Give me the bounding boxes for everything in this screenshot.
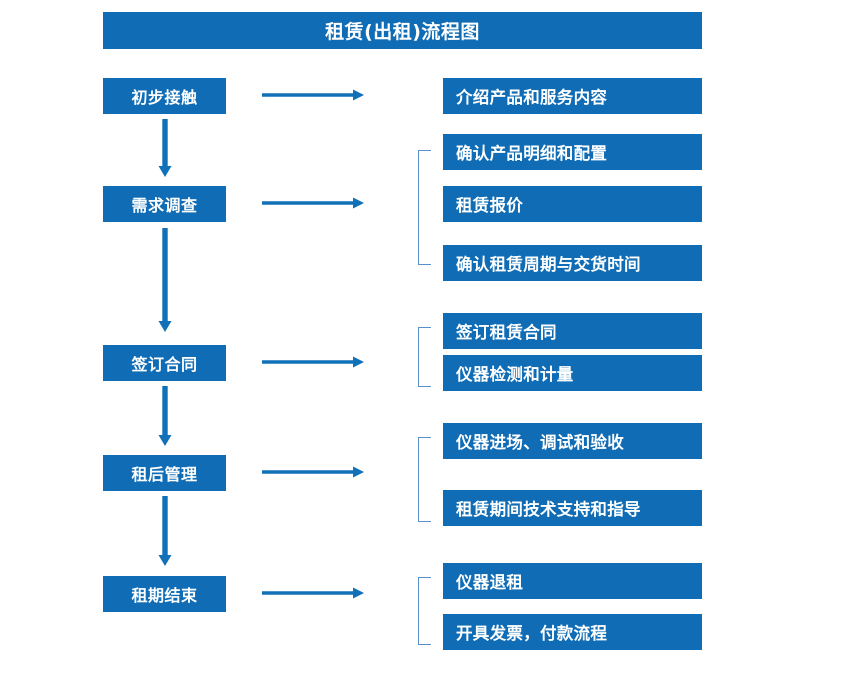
stage-node-5[interactable]: 租期结束 bbox=[103, 576, 226, 612]
flow-arrow-right-icon bbox=[262, 87, 364, 101]
group-bracket bbox=[418, 437, 432, 522]
detail-node-5-2[interactable]: 开具发票，付款流程 bbox=[443, 614, 702, 650]
stage-node-1[interactable]: 初步接触 bbox=[103, 78, 226, 114]
stage-node-3[interactable]: 签订合同 bbox=[103, 345, 226, 381]
detail-node-4-2[interactable]: 租赁期间技术支持和指导 bbox=[443, 490, 702, 526]
flow-arrow-down-icon bbox=[157, 119, 173, 177]
detail-node-2-3[interactable]: 确认租赁周期与交货时间 bbox=[443, 245, 702, 281]
detail-node-1-1[interactable]: 介绍产品和服务内容 bbox=[443, 78, 702, 114]
flow-arrow-right-icon bbox=[262, 585, 364, 599]
flow-arrow-right-icon bbox=[262, 195, 364, 209]
flow-arrow-right-icon bbox=[262, 354, 364, 368]
detail-node-2-1[interactable]: 确认产品明细和配置 bbox=[443, 134, 702, 170]
detail-node-5-1[interactable]: 仪器退租 bbox=[443, 563, 702, 599]
flow-arrow-right-icon bbox=[262, 464, 364, 478]
group-bracket bbox=[418, 577, 432, 645]
flow-arrow-down-icon bbox=[157, 386, 173, 446]
stage-node-4[interactable]: 租后管理 bbox=[103, 455, 226, 491]
detail-node-4-1[interactable]: 仪器进场、调试和验收 bbox=[443, 423, 702, 459]
page-title: 租赁(出租)流程图 bbox=[103, 12, 702, 49]
flow-arrow-down-icon bbox=[157, 228, 173, 332]
detail-node-3-2[interactable]: 仪器检测和计量 bbox=[443, 355, 702, 391]
stage-node-2[interactable]: 需求调查 bbox=[103, 186, 226, 222]
group-bracket bbox=[418, 150, 432, 265]
detail-node-2-2[interactable]: 租赁报价 bbox=[443, 186, 702, 222]
flow-arrow-down-icon bbox=[157, 496, 173, 566]
group-bracket bbox=[418, 327, 432, 387]
detail-node-3-1[interactable]: 签订租赁合同 bbox=[443, 313, 702, 349]
